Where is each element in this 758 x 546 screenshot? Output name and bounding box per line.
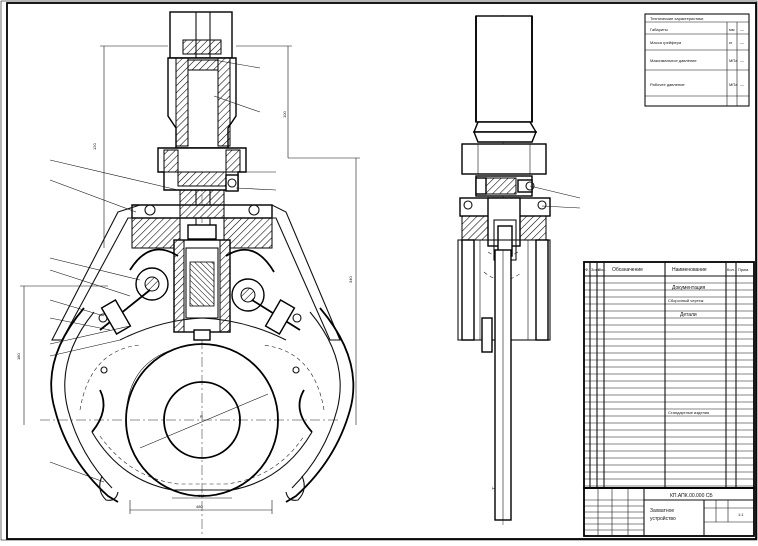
pl-section-docs: Документация [672, 285, 706, 291]
title-block: КП.АПК.00.000 СБ Захватное устройство 1:… [583, 487, 755, 537]
dim-top-right: 100 [282, 111, 287, 118]
spec-table: Технические характеристики Габариты мм —… [644, 13, 750, 107]
title-name-2: устройство [650, 515, 676, 522]
pl-header-zone: Зона [591, 267, 601, 272]
pl-doc-item: Сборочный чертеж [668, 298, 704, 303]
svg-text:МПа: МПа [729, 58, 738, 63]
title-name-1: Захватное [650, 508, 674, 514]
svg-text:мм: мм [729, 27, 735, 32]
svg-text:—: — [740, 82, 744, 87]
front-view: R 120 100 340 180 170 480 [16, 11, 360, 535]
pl-header-qty: Кол. [727, 267, 735, 272]
pl-header-format: Ф. [585, 267, 589, 272]
spec-row-4: Рабочее давление [650, 82, 685, 87]
svg-text:МПа: МПа [729, 82, 738, 87]
title-code: КП.АПК.00.000 СБ [670, 493, 713, 499]
dim-right-height: 340 [348, 276, 353, 283]
dim-bottom-inner: 170 [198, 493, 205, 498]
parts-list: Ф. Зона Поз. Обозначение Наименование Ко… [583, 261, 755, 489]
dim-height-left: 120 [92, 143, 97, 150]
spec-title: Технические характеристики [650, 16, 703, 21]
side-view: ⊢ [457, 15, 581, 525]
title-scale: 1:1 [738, 512, 744, 517]
radius-label: R [200, 414, 203, 419]
pl-section-parts: Детали [680, 312, 697, 318]
pl-header-name: Наименование [672, 267, 707, 273]
inner-frame [6, 2, 757, 540]
svg-text:—: — [740, 40, 744, 45]
svg-text:—: — [740, 27, 744, 32]
pl-header-note: Прим. [738, 267, 749, 272]
pl-section-std: Стандартные изделия [668, 410, 709, 415]
spec-row-1: Габариты [650, 27, 668, 32]
svg-text:—: — [740, 58, 744, 63]
spec-row-3: Максимальное давление [650, 58, 697, 63]
svg-text:⊢: ⊢ [492, 486, 496, 491]
dim-left-height: 180 [16, 353, 21, 360]
pl-header-pos: Поз. [598, 267, 606, 272]
pl-header-designation: Обозначение [612, 267, 643, 273]
dim-bottom-outer: 480 [196, 504, 203, 509]
svg-text:кг: кг [729, 40, 733, 45]
spec-row-2: Масса грейфера [650, 40, 682, 45]
